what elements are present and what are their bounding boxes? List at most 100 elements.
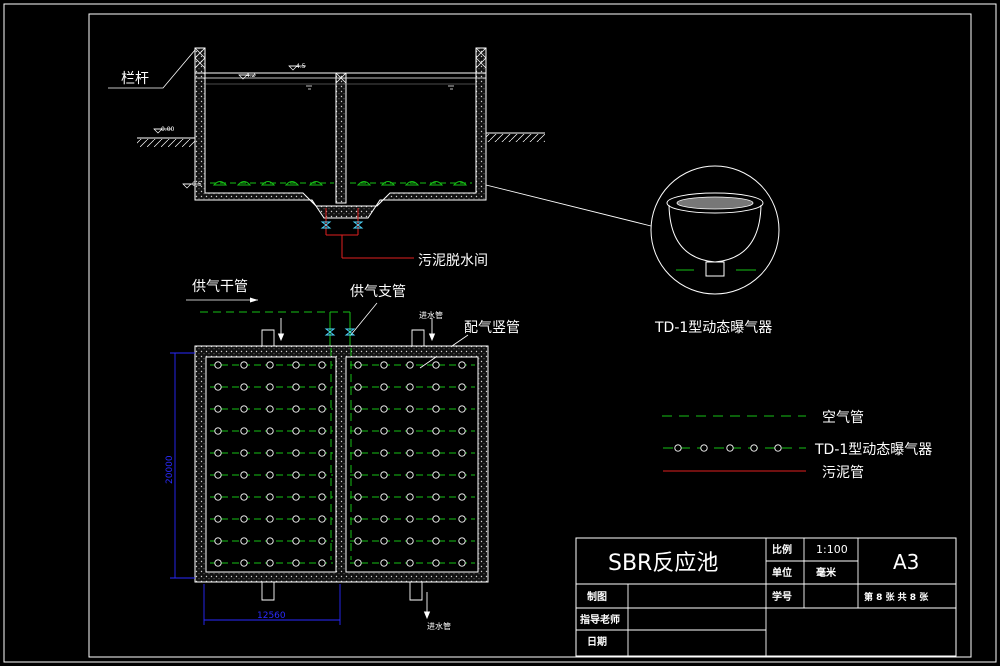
plan-diffuser xyxy=(432,383,440,391)
section-diffuser xyxy=(308,181,324,186)
plan-diffuser xyxy=(240,361,248,369)
plan-diffuser xyxy=(292,361,300,369)
section-diffuser xyxy=(284,181,300,186)
plan-diffuser xyxy=(406,559,414,567)
plan-diffuser xyxy=(266,449,274,457)
railing-leader xyxy=(108,49,196,89)
plan-diffuser xyxy=(266,559,274,567)
plan-diffuser xyxy=(458,537,466,545)
section-diffuser xyxy=(260,181,276,186)
plan-diffuser xyxy=(318,361,326,369)
railing-label: 栏杆 xyxy=(121,71,149,87)
plan-diffuser xyxy=(354,559,362,567)
drawn-label: 制图 xyxy=(587,590,607,603)
plan-diffuser xyxy=(380,427,388,435)
date-label: 日期 xyxy=(587,635,607,648)
plan-diffuser xyxy=(214,361,222,369)
plan-diffuser xyxy=(214,383,222,391)
dim-vertical: 20000 xyxy=(165,455,175,484)
drawing-title: SBR反应池 xyxy=(608,551,718,576)
plan-diffuser xyxy=(266,471,274,479)
legend-diffuser-label: TD-1型动态曝气器 xyxy=(814,442,932,458)
plan-diffuser xyxy=(406,427,414,435)
plan-diffuser xyxy=(354,427,362,435)
sheet-size: A3 xyxy=(893,550,919,574)
plan-diffuser xyxy=(214,471,222,479)
plan-diffuser xyxy=(292,559,300,567)
plan-diffuser xyxy=(432,493,440,501)
section-diffuser xyxy=(380,181,396,186)
plan-diffuser xyxy=(432,427,440,435)
plan-diffuser xyxy=(380,449,388,457)
section-diffuser xyxy=(452,181,468,186)
diffuser-grid xyxy=(210,361,475,567)
plan-diffuser xyxy=(354,361,362,369)
title-block: SBR反应池 比例 1:100 单位 毫米 A3 制图 学号 第 8 张 共 8… xyxy=(575,537,957,657)
plan-diffuser xyxy=(318,471,326,479)
legend-air-pipe-label: 空气管 xyxy=(822,410,864,426)
elevation-water: 4.5 xyxy=(296,63,306,70)
legend-diffuser-dot xyxy=(700,444,708,452)
legend: 空气管 TD-1型动态曝气器 污泥管 xyxy=(662,410,932,481)
plan-diffuser xyxy=(318,449,326,457)
sludge-valves xyxy=(320,221,364,229)
plan-diffuser xyxy=(266,383,274,391)
plan-diffuser xyxy=(318,515,326,523)
plan-diffuser xyxy=(458,559,466,567)
plan-diffuser xyxy=(266,405,274,413)
section-diffuser xyxy=(404,181,420,186)
plan-diffuser xyxy=(318,405,326,413)
detail-caption: TD-1型动态曝气器 xyxy=(654,320,772,336)
plan-diffuser xyxy=(354,537,362,545)
plan-diffuser xyxy=(380,537,388,545)
sludge-room-label: 污泥脱水间 xyxy=(418,253,488,269)
dimension-lines xyxy=(170,352,341,625)
legend-diffuser-sample xyxy=(663,444,806,452)
detail-leader xyxy=(485,184,652,227)
plan-diffuser xyxy=(292,471,300,479)
plan-diffuser xyxy=(240,383,248,391)
legend-sludge-pipe-label: 污泥管 xyxy=(822,465,864,481)
plan-diffuser xyxy=(318,383,326,391)
plan-diffuser xyxy=(458,383,466,391)
plan-diffuser xyxy=(432,559,440,567)
plan-diffuser xyxy=(214,449,222,457)
plan-diffuser xyxy=(432,405,440,413)
plan-diffuser xyxy=(354,383,362,391)
section-diffuser xyxy=(212,181,228,186)
plan-diffuser xyxy=(458,515,466,523)
plan-diffuser xyxy=(240,449,248,457)
plan-diffuser xyxy=(380,361,388,369)
inlet-top-label: 进水管 xyxy=(419,310,443,320)
plan-diffuser xyxy=(432,515,440,523)
section-diffuser xyxy=(236,181,252,186)
plan-diffuser xyxy=(354,515,362,523)
plan-diffuser xyxy=(406,383,414,391)
plan-diffuser xyxy=(406,537,414,545)
plan-diffuser xyxy=(406,449,414,457)
tank-plan-wall xyxy=(194,345,489,583)
plan-diffuser xyxy=(240,405,248,413)
inner-border xyxy=(88,13,972,658)
legend-diffuser-dot xyxy=(726,444,734,452)
plan-diffuser xyxy=(458,449,466,457)
unit-label: 单位 xyxy=(772,566,792,579)
plan-diffuser xyxy=(380,559,388,567)
plan-diffuser xyxy=(354,405,362,413)
plan-diffuser xyxy=(214,427,222,435)
plan-diffuser xyxy=(292,427,300,435)
plan-diffuser xyxy=(354,471,362,479)
main-air-label: 供气干管 xyxy=(192,279,248,295)
inlet-bottom-label: 进水管 xyxy=(427,621,451,631)
diffuser-detail: TD-1型动态曝气器 xyxy=(650,165,780,336)
plan-diffuser xyxy=(214,493,222,501)
plan-diffuser xyxy=(380,405,388,413)
plan-diffuser xyxy=(292,383,300,391)
plan-diffuser xyxy=(266,361,274,369)
plan-diffuser xyxy=(240,559,248,567)
elevation-water-small: 4.2 xyxy=(246,72,256,79)
plan-diffuser xyxy=(266,515,274,523)
section-diffusers xyxy=(212,181,468,186)
plan-diffuser xyxy=(292,537,300,545)
